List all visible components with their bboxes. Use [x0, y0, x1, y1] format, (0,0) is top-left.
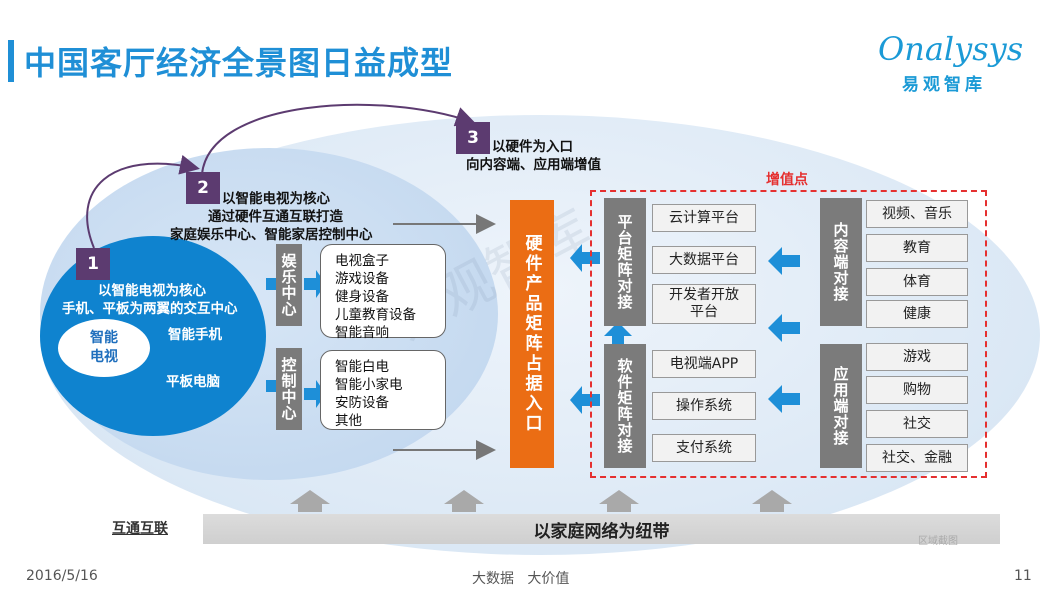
value-added-region — [590, 190, 987, 478]
blue-arrow-content-software — [768, 314, 800, 342]
list-item: 智能小家电 — [335, 377, 403, 393]
curve-arrow-2-3 — [201, 103, 476, 175]
logo-chinese-name: 易观智库 — [902, 75, 986, 95]
blue-arrow-software-center — [570, 386, 600, 414]
platform-item: 开发者开放平台 — [652, 284, 756, 324]
footer-date: 2016/5/16 — [26, 568, 98, 584]
list-item: 其他 — [335, 413, 362, 429]
interconnect-label: 互通互联 — [112, 521, 168, 537]
step-1-badge: 1 — [76, 248, 110, 280]
gray-up-arrow-1 — [290, 490, 330, 512]
entertainment-center-label: 娱乐中心 — [276, 244, 302, 326]
smart-tv-line-1: 智能 — [90, 330, 118, 346]
content-item: 健康 — [866, 300, 968, 328]
step-3-line-1: 以硬件为入口 — [492, 139, 573, 155]
tablet-label: 平板电脑 — [166, 374, 220, 390]
curve-arrow-1-2 — [86, 154, 200, 249]
gray-up-arrow-3 — [599, 490, 639, 512]
value-point-label: 增值点 — [766, 172, 808, 188]
list-item: 安防设备 — [335, 395, 389, 411]
analysys-logo: Onalysys — [878, 30, 1024, 68]
core-headline-1: 以智能电视为核心 — [98, 283, 206, 299]
content-end-label: 内容端对接 — [820, 198, 862, 326]
software-item: 操作系统 — [652, 392, 756, 420]
step-3-badge: 3 — [456, 122, 490, 154]
content-item: 视频、音乐 — [866, 200, 968, 228]
step-2-badge: 2 — [186, 172, 220, 204]
software-item: 电视端APP — [652, 350, 756, 378]
blue-arrow-content-platform — [768, 247, 800, 275]
application-end-label: 应用端对接 — [820, 344, 862, 468]
blue-arrow-platform-center — [570, 244, 600, 272]
control-center-label: 控制中心 — [276, 348, 302, 430]
content-item: 教育 — [866, 234, 968, 262]
list-item: 智能白电 — [335, 359, 389, 375]
platform-item: 大数据平台 — [652, 246, 756, 274]
region-screenshot-label: 区域截图 — [918, 536, 958, 547]
platform-matrix-label: 平台矩阵对接 — [604, 198, 646, 326]
application-item: 社交 — [866, 410, 968, 438]
smart-tv-label: 智能 电视 — [58, 319, 150, 377]
step-3-line-2: 向内容端、应用端增值 — [466, 157, 601, 173]
footer-slogan: 大数据 大价值 — [472, 571, 570, 587]
list-item: 儿童教育设备 — [335, 307, 416, 323]
application-item: 社交、金融 — [866, 444, 968, 472]
application-item: 购物 — [866, 376, 968, 404]
core-headline-2: 手机、平板为两翼的交互中心 — [62, 301, 238, 317]
list-item: 健身设备 — [335, 289, 389, 305]
blue-arrow-up — [604, 322, 632, 346]
content-item: 体育 — [866, 268, 968, 296]
hardware-entry-block: 硬件产品矩阵占据入口 — [510, 200, 554, 468]
list-item: 智能音响 — [335, 325, 389, 341]
blue-arrow-app-software — [768, 385, 800, 413]
entertainment-device-list: 电视盒子 游戏设备 健身设备 儿童教育设备 智能音响 — [320, 244, 446, 341]
list-item: 游戏设备 — [335, 271, 389, 287]
page-title: 中国客厅经济全景图日益成型 — [24, 44, 454, 82]
platform-item: 云计算平台 — [652, 204, 756, 232]
gray-up-arrow-4 — [752, 490, 792, 512]
step-2-line-2: 通过硬件互通互联打造 — [208, 209, 343, 225]
step-2-line-3: 家庭娱乐中心、智能家居控制中心 — [170, 227, 373, 243]
smart-tv-line-2: 电视 — [90, 349, 118, 365]
title-accent-bar — [8, 40, 14, 82]
application-item: 游戏 — [866, 343, 968, 371]
smart-phone-label: 智能手机 — [168, 327, 222, 343]
gray-up-arrow-2 — [444, 490, 484, 512]
page-number: 11 — [1014, 568, 1032, 584]
software-matrix-label: 软件矩阵对接 — [604, 344, 646, 468]
control-device-list: 智能白电 智能小家电 安防设备 其他 — [320, 350, 446, 430]
software-item: 支付系统 — [652, 434, 756, 462]
home-network-band: 以家庭网络为纽带 — [203, 514, 1000, 544]
list-item: 电视盒子 — [335, 253, 389, 269]
step-2-line-1: 以智能电视为核心 — [222, 191, 330, 207]
